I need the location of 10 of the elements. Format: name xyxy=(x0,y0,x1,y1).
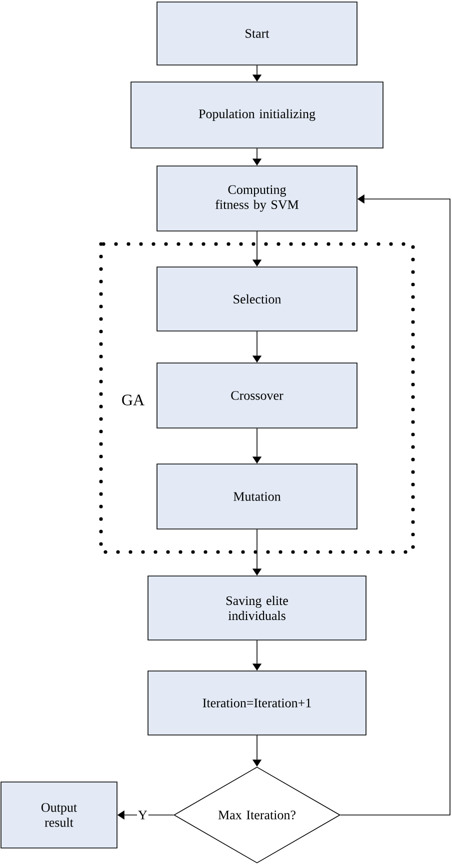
process-box: Iteration=Iteration+1 xyxy=(148,670,366,736)
process-box: Population initializing xyxy=(130,82,384,148)
process-box: Selection xyxy=(156,266,358,332)
process-box: Crossover xyxy=(156,362,358,428)
process-box: Mutation xyxy=(156,464,358,530)
process-box: Start xyxy=(156,2,358,66)
edge-label: Y xyxy=(138,810,148,820)
process-box: Computing fitness by SVM xyxy=(156,166,358,232)
process-box: Saving elite individuals xyxy=(148,576,366,640)
process-box: Output result xyxy=(0,782,118,848)
